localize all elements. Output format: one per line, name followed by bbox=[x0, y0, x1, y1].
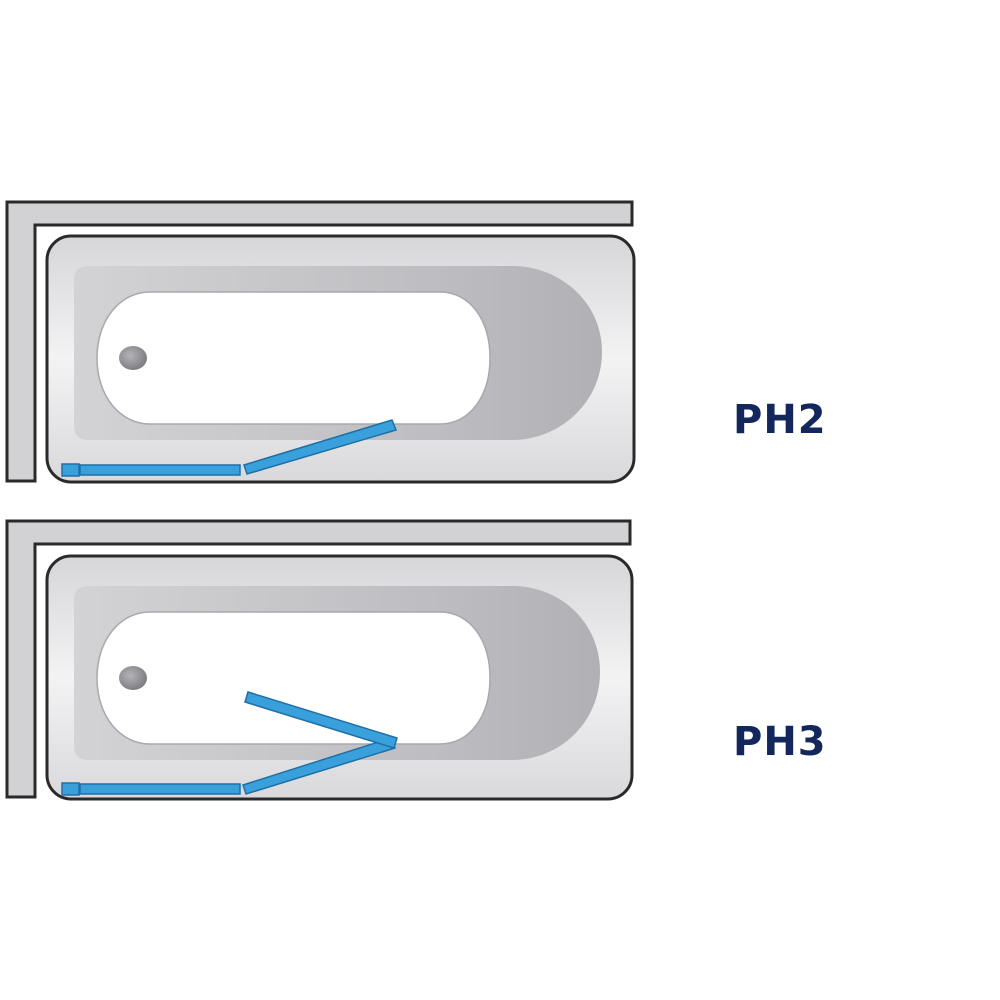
layout-label-ph2: PH2 bbox=[733, 397, 827, 443]
wall-corner bbox=[5, 519, 632, 799]
folding-glass-panel bbox=[243, 419, 398, 475]
layout-ph3 bbox=[5, 519, 634, 801]
wall-corner bbox=[5, 200, 634, 483]
hinge-bracket bbox=[61, 463, 80, 477]
shower-screen-ph2 bbox=[61, 419, 398, 477]
drain-icon bbox=[119, 666, 147, 690]
folding-glass-panel bbox=[244, 691, 398, 749]
fixed-glass-panel bbox=[79, 783, 241, 795]
layout-label-ph3: PH3 bbox=[733, 719, 827, 765]
folding-glass-panel bbox=[242, 737, 396, 795]
shower-screen-ph3 bbox=[61, 691, 398, 796]
drain-icon bbox=[119, 346, 147, 370]
hinge-bracket bbox=[61, 782, 80, 796]
fixed-glass-panel bbox=[79, 464, 241, 476]
bathtub-basin bbox=[96, 291, 491, 425]
bathtub-basin bbox=[96, 611, 491, 745]
layout-ph2 bbox=[5, 200, 636, 484]
